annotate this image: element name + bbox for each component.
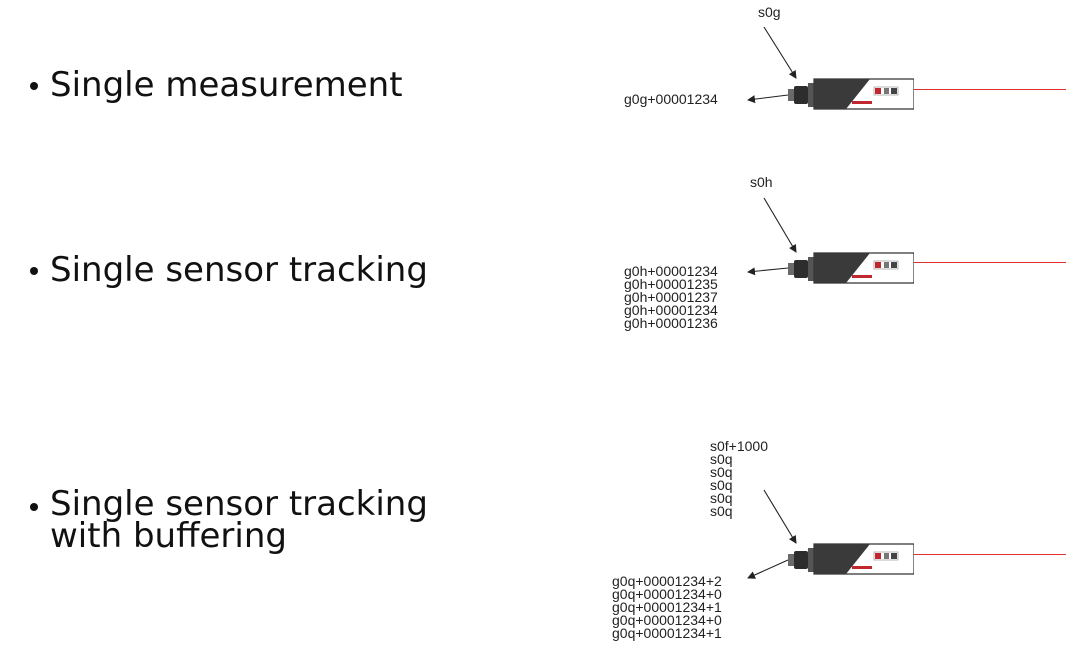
sensor-device xyxy=(788,543,914,575)
response-arrow xyxy=(747,559,789,579)
bullet-line: Single sensor tracking xyxy=(50,250,428,290)
laser-beam xyxy=(914,89,1066,90)
bullet-text: Single sensor tracking with buffering xyxy=(50,484,428,556)
bullet-dot xyxy=(30,82,38,90)
command-arrow xyxy=(763,489,797,544)
laser-beam xyxy=(914,262,1066,263)
response-label: g0g+00001234 xyxy=(624,91,718,107)
laser-sensor-icon xyxy=(788,252,914,284)
response-list: g0h+00001234 g0h+00001235 g0h+00001237 g… xyxy=(624,263,718,331)
bullet-line: Single sensor tracking xyxy=(50,484,428,524)
laser-sensor-icon xyxy=(788,78,914,110)
bullet-dot xyxy=(30,503,38,511)
command-arrow xyxy=(763,26,797,79)
bullet-line: with buffering xyxy=(50,516,287,556)
laser-beam xyxy=(914,554,1066,555)
bullet-text: Single sensor tracking xyxy=(50,252,428,288)
command-label: s0h xyxy=(750,174,773,190)
laser-sensor-icon xyxy=(788,543,914,575)
bullet-line: Single measurement xyxy=(50,65,403,105)
response-arrow xyxy=(747,94,789,104)
response-list: g0q+00001234+2 g0q+00001234+0 g0q+000012… xyxy=(612,573,722,641)
bullet-text: Single measurement xyxy=(50,67,403,103)
sensor-device xyxy=(788,252,914,284)
sensor-device xyxy=(788,78,914,110)
response-arrow xyxy=(747,267,789,276)
command-list: s0f+1000 s0q s0q s0q s0q s0q xyxy=(710,438,768,519)
command-label: s0g xyxy=(758,4,781,20)
command-arrow xyxy=(763,197,797,253)
bullet-dot xyxy=(30,267,38,275)
